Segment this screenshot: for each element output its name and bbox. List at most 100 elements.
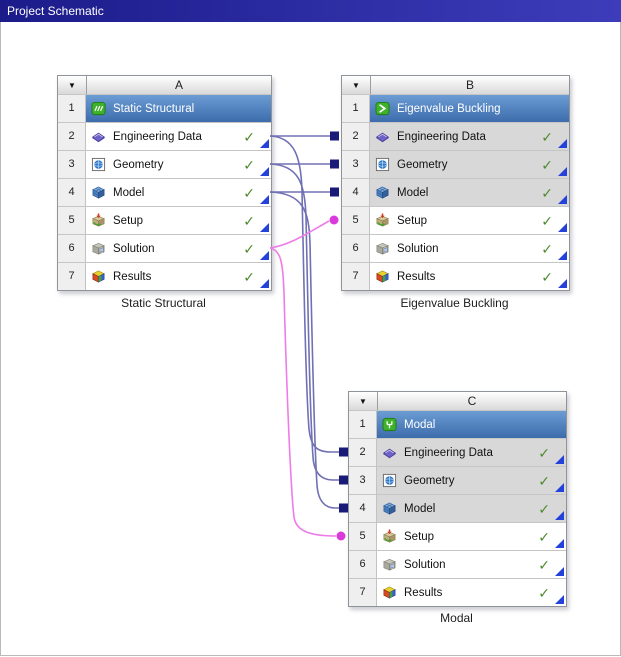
cell-label: Solution [113,242,155,255]
solution-icon [375,241,390,256]
refresh-triangle-icon [555,511,564,520]
transfer-link-a6-c5[interactable] [269,247,337,537]
cell-label: Engineering Data [113,130,202,143]
table-row: 2 Engineering Data ✓ [58,122,271,150]
table-row: 3 Geometry ✓ [58,150,271,178]
system-c-caption: Modal [440,611,473,625]
cell-label: Geometry [113,158,164,171]
cell-c2-engineering-data[interactable]: Engineering Data ✓ [377,439,566,466]
transfer-node-b5 [329,215,339,225]
table-row: 4 Model ✓ [58,178,271,206]
cell-a5-setup[interactable]: Setup ✓ [86,207,271,234]
setup-icon [382,529,397,544]
cell-a2-engineering-data[interactable]: Engineering Data ✓ [86,123,271,150]
refresh-triangle-icon [558,279,567,288]
refresh-triangle-icon [555,455,564,464]
share-node-b3 [330,159,339,169]
system-a-dropdown-arrow-icon[interactable]: ▼ [58,76,87,94]
transfer-node-c5 [336,531,346,541]
table-row: 7 Results ✓ [58,262,271,290]
cell-b5-setup[interactable]: Setup ✓ [370,207,569,234]
cell-label: Solution [404,558,446,571]
share-node-b2 [330,131,339,141]
setup-icon [91,213,106,228]
cell-c6-solution[interactable]: Solution ✓ [377,551,566,578]
system-b-dropdown-arrow-icon[interactable]: ▼ [342,76,371,94]
cell-b6-solution[interactable]: Solution ✓ [370,235,569,262]
cell-b3-geometry[interactable]: Geometry ✓ [370,151,569,178]
checkmark-icon: ✓ [541,212,553,229]
checkmark-icon: ✓ [243,268,255,285]
cell-label: Results [113,270,152,283]
checkmark-icon: ✓ [538,444,550,461]
system-a-table: ▼ A 1 Static Structural 2 Engineering Da… [57,75,272,291]
cell-a7-results[interactable]: Results ✓ [86,263,271,290]
checkmark-icon: ✓ [538,500,550,517]
transfer-link-a6-b5[interactable] [269,220,330,249]
checkmark-icon: ✓ [538,584,550,601]
model-icon [375,185,390,200]
share-node-c3 [339,475,348,485]
share-link-a4-c4[interactable] [269,191,339,509]
checkmark-icon: ✓ [243,240,255,257]
cell-a3-geometry[interactable]: Geometry ✓ [86,151,271,178]
refresh-triangle-icon [260,167,269,176]
model-icon [382,501,397,516]
system-a-letter[interactable]: A [174,78,183,92]
cell-label: Geometry [397,158,448,171]
cell-label: Geometry [404,474,455,487]
cell-label: Model [397,186,429,199]
table-row: 6 Solution ✓ [349,550,566,578]
system-b-caption: Eigenvalue Buckling [400,296,509,310]
system-b-table: ▼ B 1 Eigenvalue Buckling 2 Engineering … [341,75,570,291]
share-link-a3-c3[interactable] [269,163,339,481]
cell-a4-model[interactable]: Model ✓ [86,179,271,206]
checkmark-icon: ✓ [243,156,255,173]
static-structural-icon [91,101,106,116]
cell-b4-model[interactable]: Model ✓ [370,179,569,206]
engineering-data-icon [375,129,390,144]
cell-a1-static-structural[interactable]: Static Structural [86,95,271,122]
checkmark-icon: ✓ [541,128,553,145]
solution-icon [91,241,106,256]
checkmark-icon: ✓ [243,128,255,145]
cell-label: Results [404,586,443,599]
table-row: 5 Setup ✓ [349,522,566,550]
cell-label: Solution [397,242,439,255]
results-icon [375,269,390,284]
cell-b1-eigenvalue-buckling[interactable]: Eigenvalue Buckling [370,95,569,122]
cell-label: Eigenvalue Buckling [397,102,501,115]
refresh-triangle-icon [558,251,567,260]
cell-label: Engineering Data [404,446,493,459]
cell-c7-results[interactable]: Results ✓ [377,579,566,606]
system-c-letter[interactable]: C [467,394,477,408]
geometry-icon [91,157,106,172]
cell-label: Model [404,502,436,515]
checkmark-icon: ✓ [541,240,553,257]
geometry-icon [375,157,390,172]
system-b-header: ▼ B [342,76,569,94]
cell-c4-model[interactable]: Model ✓ [377,495,566,522]
checkmark-icon: ✓ [243,184,255,201]
cell-a6-solution[interactable]: Solution ✓ [86,235,271,262]
eigenvalue-buckling-icon [375,101,390,116]
cell-c1-modal[interactable]: Modal [377,411,566,438]
checkmark-icon: ✓ [541,268,553,285]
share-node-b4 [330,187,339,197]
system-c-header: ▼ C [349,392,566,410]
checkmark-icon: ✓ [541,156,553,173]
cell-b2-engineering-data[interactable]: Engineering Data ✓ [370,123,569,150]
system-c-dropdown-arrow-icon[interactable]: ▼ [349,392,378,410]
system-b-letter[interactable]: B [465,78,474,92]
cell-b7-results[interactable]: Results ✓ [370,263,569,290]
table-row: 7 Results ✓ [349,578,566,606]
cell-c5-setup[interactable]: Setup ✓ [377,523,566,550]
table-row: 5 Setup ✓ [342,206,569,234]
share-link-a2-c2[interactable] [269,135,339,453]
table-row: 3 Geometry ✓ [342,150,569,178]
cell-c3-geometry[interactable]: Geometry ✓ [377,467,566,494]
system-a-header: ▼ A [58,76,271,94]
table-row: 2 Engineering Data ✓ [342,122,569,150]
engineering-data-icon [382,445,397,460]
